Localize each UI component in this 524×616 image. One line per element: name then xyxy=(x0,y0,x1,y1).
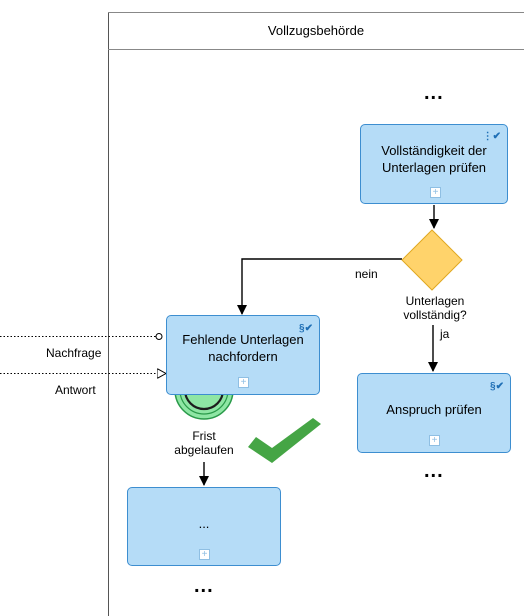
green-checkmark-icon xyxy=(248,418,321,463)
flow-gateway-no xyxy=(237,258,402,315)
timer-deadline-label: Frist abgelaufen xyxy=(174,429,234,457)
expand-subprocess-icon[interactable]: + xyxy=(429,435,440,446)
script-task-marker-icon: ⋮✔ xyxy=(482,131,501,142)
continuation-ellipsis-top: ... xyxy=(424,82,444,104)
task-check-claim[interactable]: Anspruch prüfen §✔ + xyxy=(357,373,511,453)
expand-subprocess-icon[interactable]: + xyxy=(430,187,441,198)
gateway-question-label: Unterlagen vollständig? xyxy=(403,294,467,322)
task-label: Fehlende Unterlagen nachfordern xyxy=(182,332,304,364)
task-label: ... xyxy=(198,516,210,531)
message-answer-label: Antwort xyxy=(55,383,96,397)
expand-subprocess-icon[interactable]: + xyxy=(199,549,210,560)
task-next-placeholder[interactable]: ... + xyxy=(127,487,281,566)
gateway-no-label: nein xyxy=(355,267,378,281)
lane-title: Vollzugsbehörde xyxy=(267,23,365,38)
message-inquiry-label: Nachfrage xyxy=(46,346,102,360)
task-label: Anspruch prüfen xyxy=(386,401,482,417)
continuation-ellipsis-right: ... xyxy=(424,460,444,482)
expand-subprocess-icon[interactable]: + xyxy=(238,377,249,388)
exclusive-gateway[interactable] xyxy=(401,229,463,291)
continuation-ellipsis-bottom: ... xyxy=(194,575,214,597)
rule-task-marker-icon: §✔ xyxy=(299,323,313,334)
task-label: Vollständigkeit der Unterlagen prüfen xyxy=(381,143,487,175)
rule-task-marker-icon: §✔ xyxy=(490,381,504,392)
task-request-missing-documents[interactable]: Fehlende Unterlagen nachfordern §✔ + xyxy=(166,315,320,395)
gateway-yes-label: ja xyxy=(440,327,450,341)
task-check-completeness[interactable]: Vollständigkeit der Unterlagen prüfen ⋮✔… xyxy=(360,124,508,204)
